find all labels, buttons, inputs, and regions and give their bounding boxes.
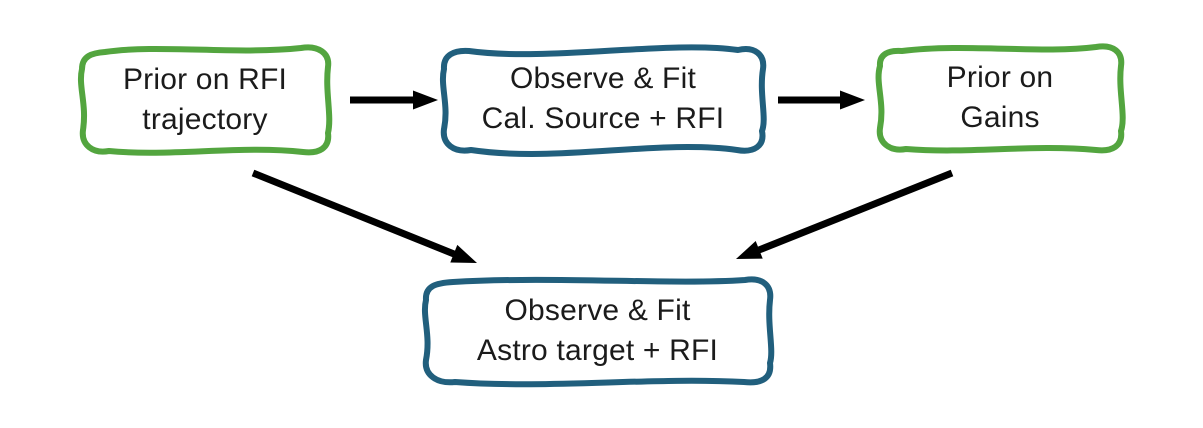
node-border-wavy xyxy=(875,43,1126,154)
node-label-line1: Observe & Fit xyxy=(510,62,696,95)
node-label: Prior on RFI trajectory xyxy=(123,60,287,140)
arrow-prior-rfi-to-astro-target xyxy=(251,169,477,263)
node-border-wavy xyxy=(422,276,775,388)
node-label-line2: Cal. Source + RFI xyxy=(481,102,725,135)
node-label: Observe & Fit Astro target + RFI xyxy=(477,291,718,371)
node-observe-fit-astro-target: Observe & Fit Astro target + RFI xyxy=(415,270,780,392)
arrow-prior-gains-to-astro-target xyxy=(736,169,954,259)
node-border-path xyxy=(875,43,1126,154)
arrow-shaft xyxy=(757,169,954,254)
node-label-line1: Observe & Fit xyxy=(504,294,691,327)
node-border-path xyxy=(440,44,767,157)
arrow-shaft xyxy=(251,169,456,258)
arrow-head xyxy=(450,244,477,263)
node-label: Observe & Fit Cal. Source + RFI xyxy=(482,59,725,139)
arrow-cal-source-to-prior-gains xyxy=(778,90,865,110)
node-label-line2: trajectory xyxy=(142,103,268,136)
node-prior-rfi-trajectory: Prior on RFI trajectory xyxy=(73,40,337,160)
node-border-path xyxy=(78,44,333,156)
node-observe-fit-cal-source: Observe & Fit Cal. Source + RFI xyxy=(433,38,773,160)
node-label-line2: Gains xyxy=(960,101,1040,134)
arrow-head xyxy=(736,241,763,259)
node-label-line1: Prior on RFI xyxy=(122,63,288,96)
node-border-wavy xyxy=(78,44,333,156)
node-border-path xyxy=(422,276,775,388)
node-prior-on-gains: Prior on Gains xyxy=(870,38,1130,158)
node-label-line1: Prior on xyxy=(946,61,1054,94)
node-border-wavy xyxy=(440,44,767,157)
arrow-head xyxy=(840,90,865,110)
node-label-line2: Astro target + RFI xyxy=(476,334,719,367)
node-label: Prior on Gains xyxy=(947,58,1054,138)
arrow-prior-rfi-to-cal-source xyxy=(350,90,438,110)
